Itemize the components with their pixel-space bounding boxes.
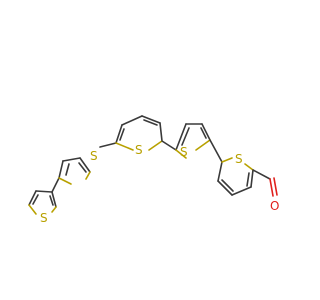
sulfur-atom: S <box>180 145 188 159</box>
bond <box>209 139 223 163</box>
double-bond-inner <box>78 162 87 173</box>
bond <box>148 140 163 151</box>
thiophene-ring-5: S <box>217 152 254 196</box>
bond <box>115 124 123 144</box>
bond <box>175 149 187 159</box>
bond <box>35 190 53 193</box>
bond <box>252 169 271 180</box>
sulfur-atom: S <box>235 152 243 166</box>
molecule-canvas: S S S <box>28 115 279 225</box>
double-bond-inner <box>200 127 207 139</box>
bond <box>201 123 211 141</box>
bond <box>99 142 117 148</box>
bond <box>231 186 252 196</box>
bond <box>221 157 233 163</box>
structure-diagram: S S S <box>28 115 279 225</box>
oxygen-atom: O <box>270 199 279 213</box>
sulfur-atom: S <box>90 149 98 163</box>
bond <box>79 157 91 173</box>
bond <box>28 204 37 215</box>
bond <box>217 161 223 182</box>
bond <box>175 123 187 151</box>
sulfur-atom: S <box>40 211 48 225</box>
bond <box>244 163 254 171</box>
thiophene-ring-3: S <box>115 115 163 157</box>
bond <box>121 115 143 126</box>
sulfur-atom: S <box>135 143 143 157</box>
bond <box>115 142 134 151</box>
double-bond-inner <box>65 163 70 176</box>
double-bond-inner <box>32 194 39 205</box>
bond <box>58 177 72 185</box>
bond <box>51 206 57 213</box>
bond <box>141 115 161 124</box>
double-bond-inner <box>119 128 125 141</box>
thiophene-ring-4: S <box>175 123 211 159</box>
bond <box>58 160 64 179</box>
double-bond-inner <box>49 195 54 206</box>
aldehyde-group: O <box>252 169 279 213</box>
thiophene-ring-2: S <box>58 149 98 185</box>
bond <box>51 177 60 193</box>
bond <box>159 122 163 142</box>
bond <box>161 140 177 151</box>
thiophene-ring-1: S <box>28 190 57 225</box>
bond <box>62 157 81 162</box>
bond <box>85 171 91 180</box>
carbonyl-bond <box>269 178 274 197</box>
carbonyl-bond <box>273 177 278 196</box>
double-bond-inner <box>181 127 190 146</box>
bond <box>217 180 233 196</box>
bond <box>195 139 211 151</box>
bond <box>28 190 37 206</box>
double-bond-inner <box>221 179 234 192</box>
bond <box>250 169 254 188</box>
double-bond-inner <box>246 172 250 187</box>
bond <box>51 191 57 208</box>
double-bond-inner <box>143 119 158 126</box>
